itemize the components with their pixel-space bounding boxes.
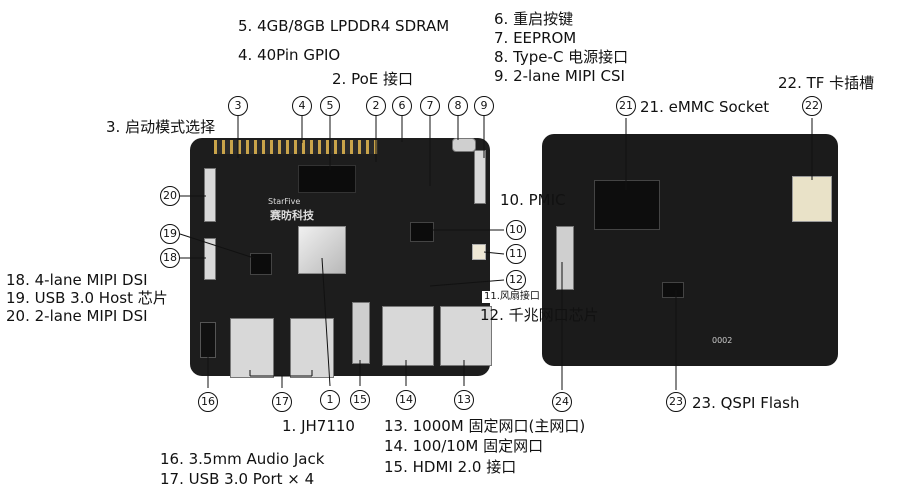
marker-13: 13 xyxy=(454,390,474,410)
label-jh7110: 1. JH7110 xyxy=(282,417,355,435)
marker-7: 7 xyxy=(420,96,440,116)
usb-port-right xyxy=(290,318,334,378)
tf-card-slot xyxy=(792,176,832,222)
label-tf-slot: 22. TF 卡插槽 xyxy=(778,74,875,92)
audio-jack xyxy=(200,322,216,358)
marker-6: 6 xyxy=(392,96,412,116)
marker-9: 9 xyxy=(474,96,494,116)
label-pmic: 10. PMIC xyxy=(500,191,566,209)
fan-connector xyxy=(472,244,486,260)
marker-24: 24 xyxy=(552,392,572,412)
label-usb-host-chip: 19. USB 3.0 Host 芯片 xyxy=(6,289,168,307)
marker-1: 1 xyxy=(320,390,340,410)
marker-14: 14 xyxy=(396,390,416,410)
usb-port-left xyxy=(230,318,274,378)
marker-5: 5 xyxy=(320,96,340,116)
brand-chinese: 赛昉科技 xyxy=(270,209,314,222)
label-eth-100m: 14. 100/10M 固定网口 xyxy=(384,437,544,455)
marker-19: 19 xyxy=(160,224,180,244)
typec-port xyxy=(452,138,476,152)
marker-15: 15 xyxy=(350,390,370,410)
label-mipi-dsi-2lane: 20. 2-lane MIPI DSI xyxy=(6,307,148,325)
ethernet-port-1000m xyxy=(440,306,492,366)
label-gbe-chip: 12. 千兆网口芯片 xyxy=(480,306,599,324)
label-usb-ports: 17. USB 3.0 Port × 4 xyxy=(160,470,315,488)
label-audio-jack: 16. 3.5mm Audio Jack xyxy=(160,450,325,468)
csi-connector xyxy=(474,150,486,204)
marker-4: 4 xyxy=(292,96,312,116)
marker-3: 3 xyxy=(228,96,248,116)
pmic-chip xyxy=(410,222,434,242)
label-qspi-flash: 23. QSPI Flash xyxy=(692,394,800,412)
label-emmc: 21. eMMC Socket xyxy=(640,98,770,116)
label-gpio: 4. 40Pin GPIO xyxy=(238,46,341,64)
marker-10: 10 xyxy=(506,220,526,240)
label-poe: 2. PoE 接口 xyxy=(332,70,414,88)
marker-18: 18 xyxy=(160,248,180,268)
marker-8: 8 xyxy=(448,96,468,116)
marker-17: 17 xyxy=(272,392,292,412)
emmc-socket xyxy=(594,180,660,230)
jh7110-chip xyxy=(298,226,346,274)
board-serial: 0002 xyxy=(712,336,733,345)
gpio-header xyxy=(214,140,378,154)
label-hdmi: 15. HDMI 2.0 接口 xyxy=(384,458,517,476)
label-boot-mode: 3. 启动模式选择 xyxy=(106,118,216,136)
label-mipi-csi: 9. 2-lane MIPI CSI xyxy=(494,67,625,85)
ethernet-port-100m xyxy=(382,306,434,366)
label-eth-1000m: 13. 1000M 固定网口(主网口) xyxy=(384,417,586,435)
label-sdram: 5. 4GB/8GB LPDDR4 SDRAM xyxy=(238,17,450,35)
label-mipi-dsi-4lane: 18. 4-lane MIPI DSI xyxy=(6,271,148,289)
usb-hub-chip xyxy=(250,253,272,275)
marker-2: 2 xyxy=(366,96,386,116)
marker-23: 23 xyxy=(666,392,686,412)
label-typec-power: 8. Type-C 电源接口 xyxy=(494,48,629,66)
marker-12: 12 xyxy=(506,270,526,290)
hdmi-port xyxy=(352,302,370,364)
label-reset-button: 6. 重启按键 xyxy=(494,10,574,28)
dsi-connector-4lane xyxy=(204,238,216,280)
marker-20: 20 xyxy=(160,186,180,206)
sdram-chip xyxy=(298,165,356,193)
marker-16: 16 xyxy=(198,392,218,412)
qspi-flash-chip xyxy=(662,282,684,298)
marker-21: 21 xyxy=(616,96,636,116)
label-eeprom: 7. EEPROM xyxy=(494,29,577,47)
brand-english: StarFive xyxy=(268,197,301,206)
marker-22: 22 xyxy=(802,96,822,116)
marker-11: 11 xyxy=(506,244,526,264)
back-connector xyxy=(556,226,574,290)
board-back xyxy=(542,134,838,366)
label-fan: 11.风扇接口 xyxy=(482,291,542,303)
dsi-connector-2lane xyxy=(204,168,216,222)
